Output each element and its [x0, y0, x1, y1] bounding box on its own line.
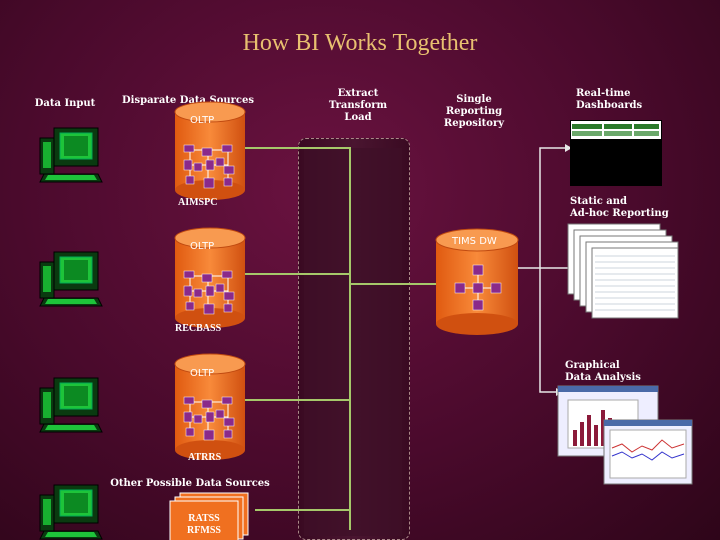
oltp-label: OLTP [190, 368, 215, 379]
source-name-atrrs: ATRRS [188, 452, 222, 463]
realtime-label: Real-time Dashboards [576, 88, 666, 112]
etl-label-line: Transform [328, 100, 388, 111]
oltp-label: OLTP [190, 241, 215, 252]
other-source-names: RATSS RFMSS [170, 513, 238, 537]
realtime-label-line: Dashboards [576, 100, 643, 111]
graphical-analysis-label: Graphical Data Analysis [565, 360, 655, 384]
graphical-label-line: Graphical [565, 360, 620, 371]
etl-label: Extract Transform Load [318, 88, 398, 124]
other-source-name: RATSS [188, 513, 220, 524]
etl-inner [304, 148, 402, 536]
warehouse-label: TIMS DW [452, 236, 497, 247]
database-cylinder-atrrs [174, 353, 246, 460]
source-name-aimspc: AIMSPC [178, 197, 218, 208]
other-sources-label: Other Possible Data Sources [110, 478, 270, 489]
etl-label-line: Load [344, 112, 372, 123]
database-cylinder-recbass [174, 227, 246, 328]
other-source-name: RFMSS [187, 525, 221, 536]
computer-icon [39, 127, 103, 183]
oltp-label: OLTP [190, 115, 215, 126]
source-flow-lines [245, 147, 436, 530]
warehouse-cylinder [435, 228, 519, 335]
graph-windows [557, 385, 693, 485]
report-sheets [567, 223, 679, 319]
computer-icon [39, 377, 103, 433]
repository-label-line: Reporting [445, 106, 503, 117]
static-label-line: Static and [570, 196, 628, 207]
data-input-label: Data Input [34, 98, 96, 109]
other-source-boxes [169, 492, 249, 540]
repository-label-line: Repository [443, 118, 505, 129]
etl-label-line: Extract [337, 88, 379, 99]
static-label-line: Ad-hoc Reporting [570, 208, 669, 219]
repository-label-line: Single [456, 94, 492, 105]
page-title: How BI Works Together [242, 30, 478, 56]
computer-icon [39, 251, 103, 307]
dashboard-screenshot [570, 120, 662, 186]
output-flow-lines [518, 147, 570, 393]
repository-label: Single Reporting Repository [432, 94, 516, 130]
disparate-sources-label: Disparate Data Sources [121, 95, 255, 106]
graphical-label-line: Data Analysis [565, 372, 641, 383]
database-cylinder-aimspc [174, 101, 246, 200]
computer-icon [39, 484, 103, 540]
source-name-recbass: RECBASS [175, 323, 222, 334]
static-reporting-label: Static and Ad-hoc Reporting [570, 196, 680, 220]
realtime-label-line: Real-time [576, 88, 631, 99]
